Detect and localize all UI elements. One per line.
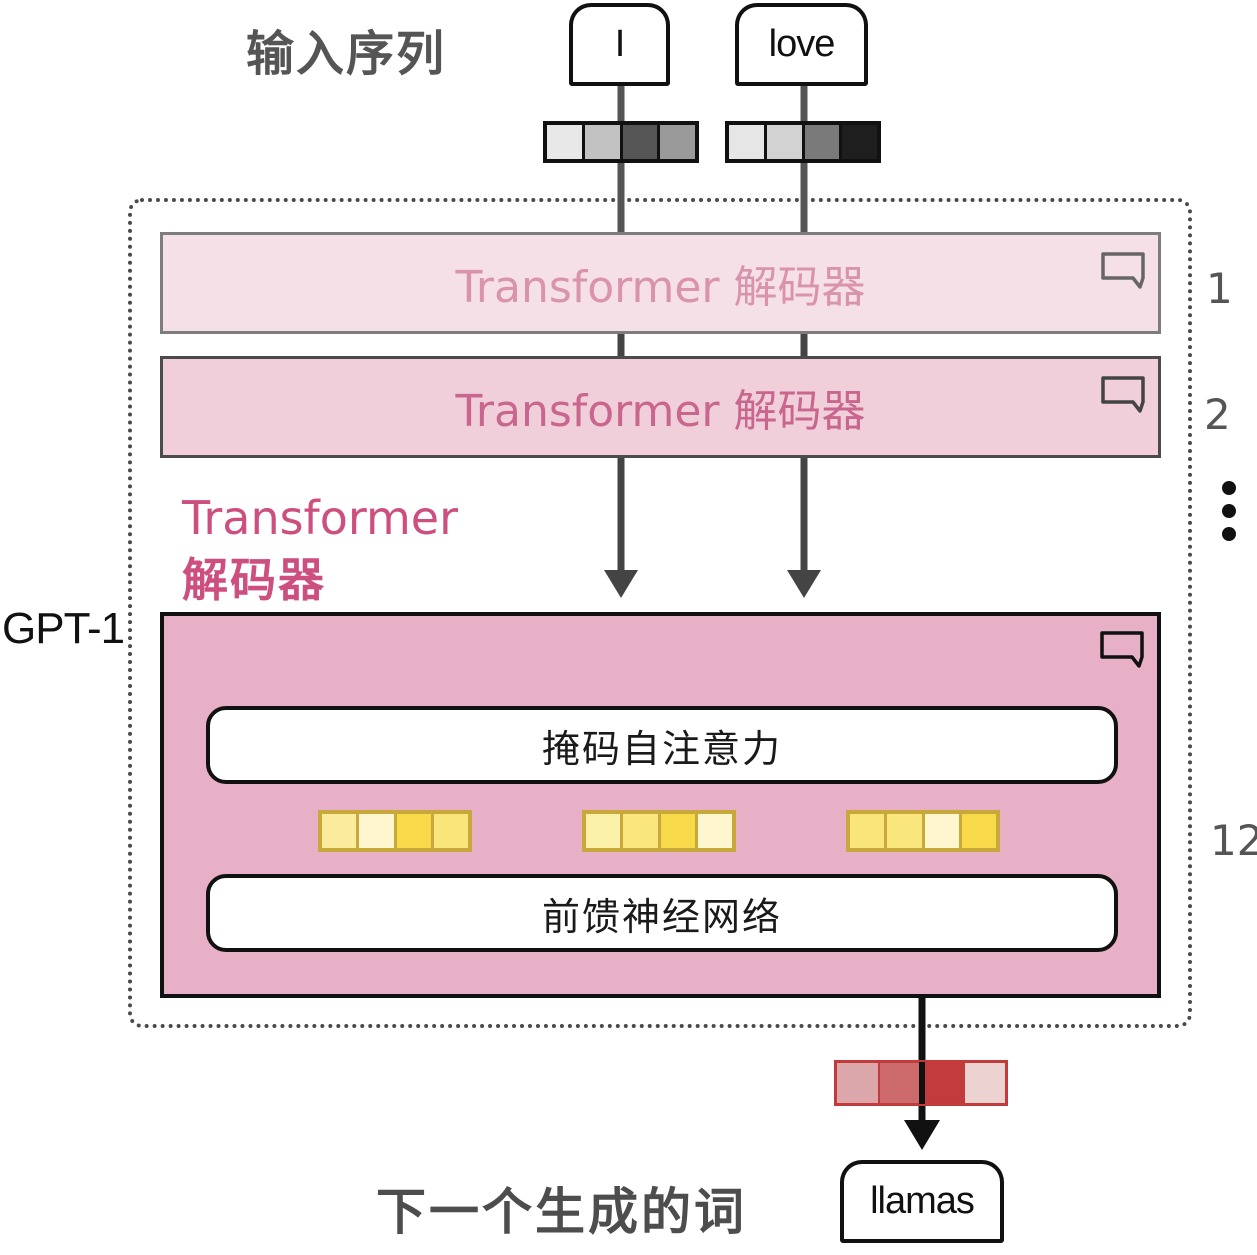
output-cell [964, 1063, 1005, 1103]
embedding-vector-love [725, 121, 881, 163]
decoder-layer-label: Transformer 解码器 [455, 262, 866, 313]
gpt1-frame [128, 198, 1192, 1028]
hidden-cell [660, 814, 695, 848]
decoder-layer-12: 掩码自注意力 前馈神经网络 [160, 612, 1161, 998]
final-layer-side-label: Transformer 解码器 [182, 490, 458, 608]
embedding-vector-i [543, 121, 699, 163]
input-token-text: I [614, 23, 626, 65]
input-token-i: I [569, 3, 670, 86]
embedding-cell [660, 125, 695, 159]
input-sequence-label: 输入序列 [246, 26, 447, 82]
output-token-text: llamas [870, 1180, 975, 1222]
layer-index-12: 12 [1210, 816, 1257, 865]
layer-index-2: 2 [1204, 390, 1231, 439]
model-label: GPT-1 [2, 604, 125, 653]
decoder-layer-2: Transformer 解码器 [160, 356, 1161, 458]
feed-forward-label: 前馈神经网络 [541, 894, 782, 939]
comment-icon [1100, 631, 1144, 668]
hidden-cell [697, 814, 732, 848]
embedding-cell [584, 125, 620, 159]
hidden-cell [887, 814, 922, 848]
input-token-text: love [768, 23, 836, 65]
arrow-head-right [787, 570, 821, 598]
ellipsis-icon [1222, 481, 1236, 541]
comment-icon [1101, 376, 1145, 413]
hidden-cell [850, 814, 885, 848]
hidden-cell [924, 814, 959, 848]
next-token-label: 下一个生成的词 [376, 1183, 747, 1241]
output-cell [879, 1063, 920, 1103]
final-layer-side-label-line2: 解码器 [182, 553, 326, 607]
hidden-vector [582, 810, 736, 852]
hidden-cell [433, 814, 468, 848]
hidden-cell [586, 814, 621, 848]
layer-index-1: 1 [1206, 264, 1233, 313]
hidden-vector [318, 810, 472, 852]
embedding-cell [766, 125, 802, 159]
hidden-cell [396, 814, 431, 848]
comment-icon [1101, 252, 1145, 289]
hidden-vector [846, 810, 1000, 852]
decoder-layer-label: Transformer 解码器 [455, 386, 866, 437]
input-token-love: love [735, 3, 868, 86]
decoder-layer-1: Transformer 解码器 [160, 232, 1161, 334]
output-cell [837, 1063, 878, 1103]
output-cell [922, 1063, 963, 1103]
embedding-cell [622, 125, 658, 159]
hidden-cell [623, 814, 658, 848]
feed-forward-box: 前馈神经网络 [206, 874, 1118, 952]
output-vector [834, 1060, 1008, 1106]
hidden-cell [961, 814, 996, 848]
embedding-cell [842, 125, 877, 159]
embedding-cell [804, 125, 840, 159]
masked-self-attention-box: 掩码自注意力 [206, 706, 1118, 784]
hidden-cell [359, 814, 394, 848]
hidden-cell [322, 814, 357, 848]
final-layer-side-label-line1: Transformer [182, 491, 459, 545]
output-token: llamas [840, 1160, 1004, 1243]
masked-self-attention-label: 掩码自注意力 [541, 726, 782, 771]
embedding-cell [547, 125, 582, 159]
output-arrow-head [904, 1120, 940, 1150]
arrow-head-left [604, 570, 638, 598]
embedding-cell [729, 125, 764, 159]
